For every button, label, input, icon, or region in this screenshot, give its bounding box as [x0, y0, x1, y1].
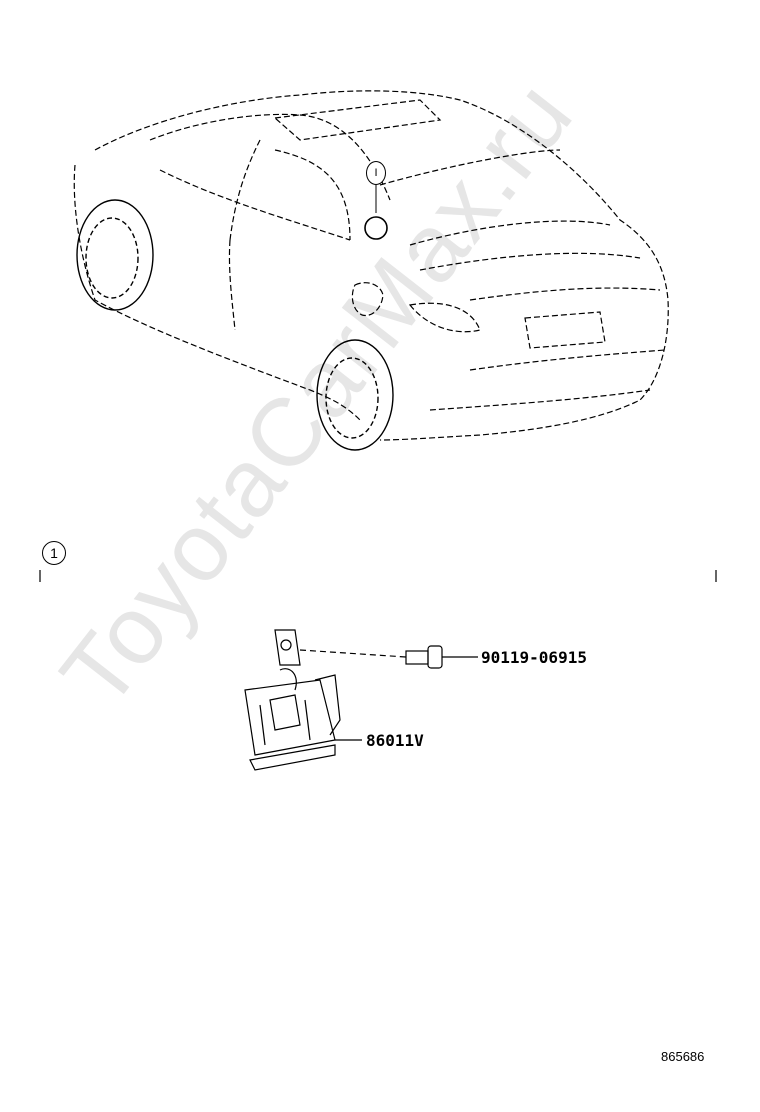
rear-wheel-inner: [325, 357, 379, 439]
front-wheel: [76, 199, 154, 311]
rear-window: [274, 149, 351, 241]
trunk-lid: [419, 252, 641, 271]
rear-panel: [469, 287, 661, 301]
location-marker-icon: [364, 216, 388, 240]
part-number-bolt: 90119-06915: [481, 648, 587, 667]
window-line: [159, 169, 351, 241]
overview-callout: I: [366, 161, 386, 185]
door-line: [228, 239, 236, 331]
bumper: [469, 349, 666, 371]
trunk-line: [409, 220, 611, 246]
part-number-module: 86011V: [366, 731, 424, 750]
bolt-icon: [405, 645, 478, 669]
relay-module-icon: [244, 629, 362, 771]
roof-outline: [94, 90, 669, 441]
fuel-door: [351, 282, 384, 317]
detail-callout: 1: [42, 541, 66, 565]
rear-wheel: [316, 339, 394, 451]
c-pillar: [229, 139, 261, 241]
body-side: [73, 164, 361, 421]
illustration-id: 865686: [661, 1049, 705, 1064]
front-wheel-inner: [85, 217, 139, 299]
license-plate: [524, 311, 606, 349]
roof-line: [149, 113, 391, 201]
bumper-lower: [429, 389, 651, 411]
vehicle-overview-drawing: [73, 90, 669, 451]
sunroof: [273, 99, 442, 141]
